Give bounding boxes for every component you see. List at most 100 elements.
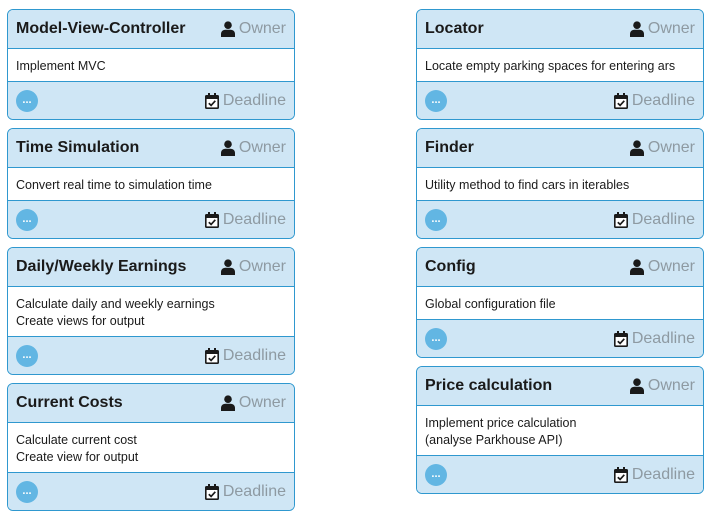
card-footer: ... Deadline (8, 200, 294, 238)
owner-button[interactable]: Owner (629, 258, 695, 276)
left-column: Model-View-Controller Owner Implement MV… (7, 9, 295, 519)
card-description: Global configuration file (417, 287, 703, 319)
owner-button[interactable]: Owner (220, 139, 286, 157)
card-header: Config Owner (417, 248, 703, 287)
calendar-check-icon (613, 466, 628, 483)
card-footer: ... Deadline (417, 200, 703, 238)
owner-label: Owner (238, 258, 286, 275)
calendar-check-icon (204, 347, 219, 364)
more-button[interactable]: ... (425, 89, 447, 112)
owner-button[interactable]: Owner (220, 258, 286, 276)
task-card: Daily/Weekly Earnings Owner Calculate da… (7, 247, 295, 375)
card-description: Calculate daily and weekly earnings Crea… (8, 287, 294, 336)
person-icon (629, 259, 644, 275)
more-button[interactable]: ... (425, 208, 447, 231)
deadline-label: Deadline (631, 465, 695, 483)
more-button[interactable]: ... (16, 89, 38, 112)
owner-button[interactable]: Owner (629, 20, 695, 38)
card-header: Price calculation Owner (417, 367, 703, 406)
deadline-button[interactable]: Deadline (613, 91, 695, 110)
deadline-button[interactable]: Deadline (204, 210, 286, 229)
more-button[interactable]: ... (16, 208, 38, 231)
task-card: Locator Owner Locate empty parking space… (416, 9, 704, 120)
description-line: Create views for output (16, 314, 145, 328)
card-description: Calculate current cost Create view for o… (8, 423, 294, 472)
card-description: Implement price calculation (analyse Par… (417, 406, 703, 455)
task-card: Config Owner Global configuration file .… (416, 247, 704, 358)
card-description: Implement MVC (8, 49, 294, 81)
card-description: Utility method to find cars in iterables (417, 168, 703, 200)
card-header: Locator Owner (417, 10, 703, 49)
card-footer: ... Deadline (417, 319, 703, 357)
card-header: Time Simulation Owner (8, 129, 294, 168)
deadline-label: Deadline (631, 91, 695, 109)
owner-button[interactable]: Owner (220, 394, 286, 412)
calendar-check-icon (613, 330, 628, 347)
description-line: Calculate daily and weekly earnings (16, 297, 215, 311)
calendar-check-icon (204, 483, 219, 500)
deadline-label: Deadline (631, 210, 695, 228)
more-button[interactable]: ... (425, 327, 447, 350)
card-footer: ... Deadline (8, 81, 294, 119)
deadline-label: Deadline (222, 210, 286, 228)
card-header: Model-View-Controller Owner (8, 10, 294, 49)
person-icon (629, 140, 644, 156)
person-icon (629, 378, 644, 394)
card-header: Current Costs Owner (8, 384, 294, 423)
card-title: Time Simulation (16, 139, 140, 156)
more-button[interactable]: ... (16, 480, 38, 503)
description-line: Implement MVC (16, 59, 106, 73)
card-footer: ... Deadline (8, 336, 294, 374)
card-description: Locate empty parking spaces for entering… (417, 49, 703, 81)
owner-label: Owner (238, 394, 286, 411)
description-line: Utility method to find cars in iterables (425, 178, 630, 192)
description-line: Global configuration file (425, 297, 556, 311)
deadline-button[interactable]: Deadline (613, 465, 695, 484)
description-line: Convert real time to simulation time (16, 178, 212, 192)
deadline-button[interactable]: Deadline (204, 91, 286, 110)
person-icon (220, 21, 235, 37)
description-line: Locate empty parking spaces for entering… (425, 59, 676, 73)
description-line: (analyse Parkhouse API) (425, 433, 563, 447)
person-icon (220, 259, 235, 275)
card-title: Price calculation (425, 377, 553, 394)
task-card: Finder Owner Utility method to find cars… (416, 128, 704, 239)
calendar-check-icon (204, 92, 219, 109)
card-description: Convert real time to simulation time (8, 168, 294, 200)
owner-label: Owner (647, 258, 695, 275)
deadline-button[interactable]: Deadline (613, 329, 695, 348)
description-line: Create view for output (16, 450, 139, 464)
right-column: Locator Owner Locate empty parking space… (416, 9, 704, 502)
deadline-button[interactable]: Deadline (613, 210, 695, 229)
task-card: Current Costs Owner Calculate current co… (7, 383, 295, 511)
task-card: Model-View-Controller Owner Implement MV… (7, 9, 295, 120)
more-button[interactable]: ... (425, 463, 447, 486)
card-title: Config (425, 258, 476, 275)
owner-button[interactable]: Owner (629, 377, 695, 395)
card-header: Daily/Weekly Earnings Owner (8, 248, 294, 287)
person-icon (220, 140, 235, 156)
deadline-label: Deadline (222, 346, 286, 364)
card-title: Model-View-Controller (16, 20, 186, 37)
task-card: Time Simulation Owner Convert real time … (7, 128, 295, 239)
deadline-label: Deadline (631, 329, 695, 347)
owner-label: Owner (238, 139, 286, 156)
owner-button[interactable]: Owner (629, 139, 695, 157)
card-title: Daily/Weekly Earnings (16, 258, 187, 275)
card-footer: ... Deadline (417, 455, 703, 493)
deadline-button[interactable]: Deadline (204, 482, 286, 501)
more-button[interactable]: ... (16, 344, 38, 367)
card-footer: ... Deadline (417, 81, 703, 119)
task-card: Price calculation Owner Implement price … (416, 366, 704, 494)
description-line: Implement price calculation (425, 416, 577, 430)
owner-label: Owner (647, 377, 695, 394)
card-header: Finder Owner (417, 129, 703, 168)
calendar-check-icon (613, 92, 628, 109)
owner-button[interactable]: Owner (220, 20, 286, 38)
card-footer: ... Deadline (8, 472, 294, 510)
deadline-label: Deadline (222, 91, 286, 109)
deadline-label: Deadline (222, 482, 286, 500)
person-icon (220, 395, 235, 411)
deadline-button[interactable]: Deadline (204, 346, 286, 365)
owner-label: Owner (647, 20, 695, 37)
